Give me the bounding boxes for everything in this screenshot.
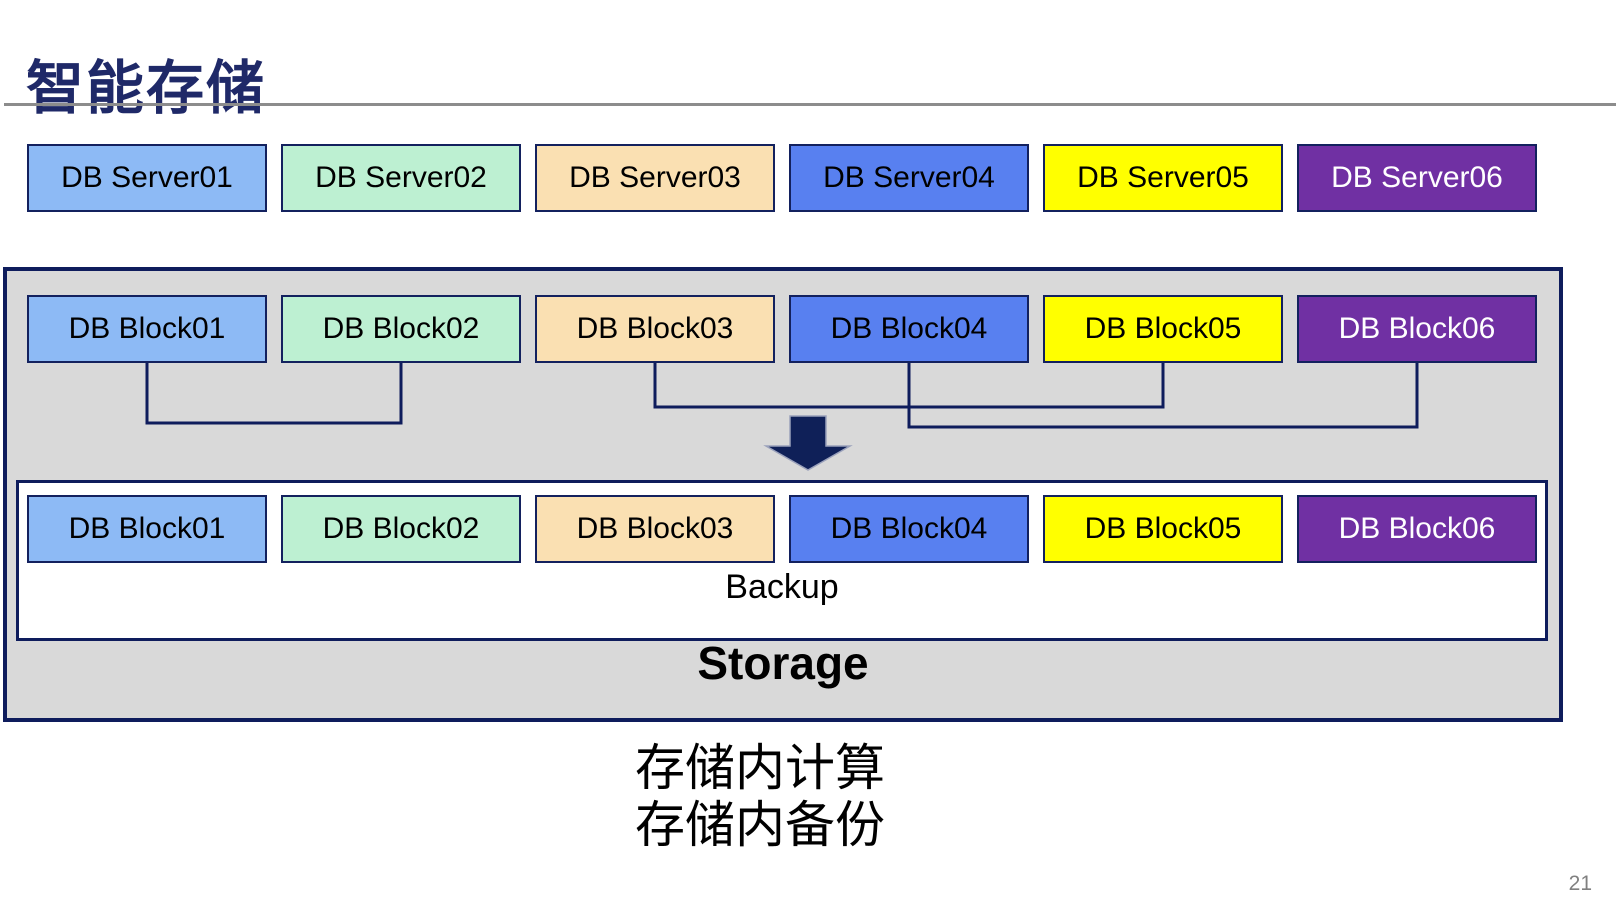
server-box-02: DB Server02 bbox=[281, 144, 521, 212]
title-divider bbox=[4, 103, 1616, 106]
db-block-top-03: DB Block03 bbox=[535, 295, 775, 363]
db-block-bottom-01: DB Block01 bbox=[27, 495, 267, 563]
db-block-bottom-03: DB Block03 bbox=[535, 495, 775, 563]
caption-line-1: 存储内计算 bbox=[635, 740, 885, 796]
server-box-05: DB Server05 bbox=[1043, 144, 1283, 212]
caption: 存储内计算 存储内备份 bbox=[635, 740, 885, 854]
db-block-top-06: DB Block06 bbox=[1297, 295, 1537, 363]
backup-box bbox=[16, 480, 1548, 641]
db-block-bottom-04: DB Block04 bbox=[789, 495, 1029, 563]
page-number: 21 bbox=[1568, 872, 1592, 895]
backup-label: Backup bbox=[725, 568, 839, 606]
db-block-bottom-02: DB Block02 bbox=[281, 495, 521, 563]
caption-line-2: 存储内备份 bbox=[635, 797, 885, 853]
db-block-top-04: DB Block04 bbox=[789, 295, 1029, 363]
server-box-03: DB Server03 bbox=[535, 144, 775, 212]
server-box-04: DB Server04 bbox=[789, 144, 1029, 212]
page-title: 智能存储 bbox=[26, 55, 267, 121]
db-block-bottom-05: DB Block05 bbox=[1043, 495, 1283, 563]
server-box-06: DB Server06 bbox=[1297, 144, 1537, 212]
db-block-bottom-06: DB Block06 bbox=[1297, 495, 1537, 563]
db-block-top-02: DB Block02 bbox=[281, 295, 521, 363]
server-box-01: DB Server01 bbox=[27, 144, 267, 212]
db-block-top-05: DB Block05 bbox=[1043, 295, 1283, 363]
db-block-top-01: DB Block01 bbox=[27, 295, 267, 363]
storage-label: Storage bbox=[697, 637, 869, 689]
